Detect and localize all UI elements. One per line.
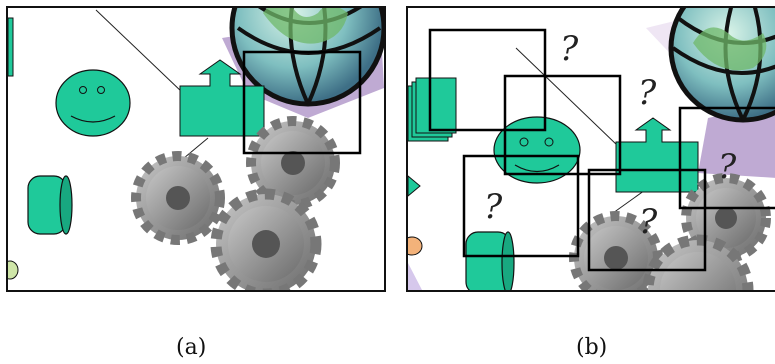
cylinder-shape [28,176,72,234]
smiley-icon [56,70,130,136]
small-leaf-shape [8,261,18,279]
lilac-shape [408,263,422,290]
question-mark: ? [484,187,503,227]
question-mark: ? [560,29,579,69]
gear-group [136,121,335,290]
question-mark: ? [718,147,737,187]
teal-triangle-shape [408,176,420,196]
caption-a: (a) [176,335,206,360]
teal-edge-shape [8,18,13,76]
panel-a-scene [8,8,384,290]
panel-b-scene: ? ? ? ? ? [408,8,775,290]
teal-arrow-shape [616,118,698,192]
gear-group [574,178,766,290]
panel-b: ? ? ? ? ? [406,6,775,292]
globe-icon [671,8,775,120]
cylinder-shape [466,232,514,290]
teal-cards-shape [408,78,456,141]
question-mark: ? [639,202,658,242]
caption-b: (b) [576,335,607,360]
question-mark: ? [638,73,657,113]
panel-a [6,6,386,292]
orange-shape [408,237,422,255]
